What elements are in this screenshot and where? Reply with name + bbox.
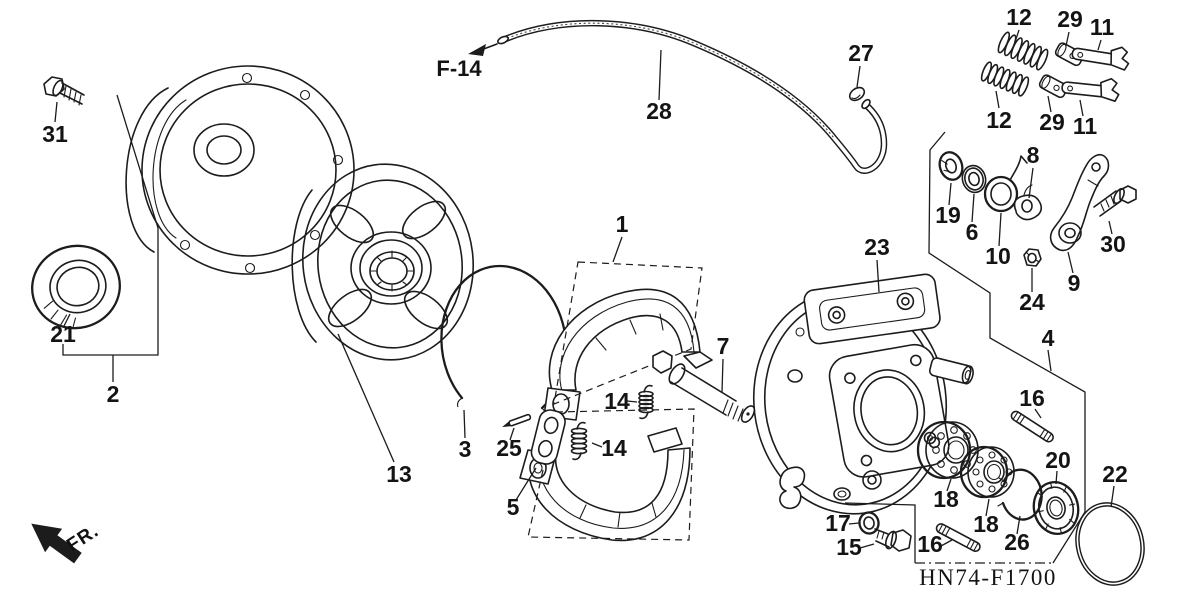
callout-29-bottom: 29 [1039, 109, 1065, 135]
part-6-washer [961, 164, 987, 194]
callout-14-lower: 14 [601, 435, 627, 461]
part-21-oil-seal [31, 244, 121, 330]
part-13-brake-drum [291, 163, 475, 361]
part-11-rod-upper [1071, 46, 1130, 71]
part-26-snap-ring [997, 468, 1043, 521]
diagram-code: HN74-F1700 [919, 565, 1057, 590]
callout-8: 8 [1027, 142, 1040, 168]
shoe-upper-group-box [553, 261, 703, 405]
callout-9: 9 [1068, 270, 1081, 296]
callout-29-top: 29 [1057, 6, 1083, 32]
part-18-bearing-left [916, 420, 979, 480]
part-27-clip [848, 86, 866, 102]
part-22-o-ring [1075, 502, 1145, 586]
callout-11-bottom: 11 [1073, 113, 1098, 139]
part-10-indicator-spring [983, 155, 1028, 213]
callout-18-left: 18 [933, 486, 959, 512]
part-12-spring-lower [980, 61, 1030, 97]
group-bracket-lines [62, 94, 1086, 564]
part-31-flange-bolt [43, 76, 85, 106]
callout-20: 20 [1045, 447, 1071, 473]
callout-28: 28 [646, 98, 672, 124]
part-16-stud-upper [1010, 410, 1054, 443]
part-2-drum-cover [125, 65, 355, 275]
part-14-spring-upper [638, 384, 654, 420]
part-16-stud-lower [935, 523, 981, 553]
callout-24: 24 [1019, 289, 1045, 315]
callout-30: 30 [1100, 231, 1126, 257]
callout-6: 6 [966, 219, 979, 245]
callout-18-right: 18 [973, 511, 999, 537]
callout-1: 1 [616, 211, 629, 237]
callout-23: 23 [864, 234, 890, 260]
part-9-brake-arm [1049, 153, 1110, 252]
callout-4: 4 [1042, 325, 1055, 351]
callout-2: 2 [107, 381, 120, 407]
callout-7: 7 [717, 333, 730, 359]
callout-10: 10 [985, 243, 1011, 269]
part-25-pin [502, 413, 532, 428]
part-28-brake-cable [497, 19, 888, 174]
part-30-bolt [1093, 185, 1137, 217]
part-24-nut [1023, 248, 1042, 267]
section-reference-f14: F-14 [436, 56, 482, 81]
callout-14-upper: 14 [604, 388, 630, 414]
part-14-spring-lower [570, 421, 588, 461]
part-11-rod-lower [1061, 77, 1120, 102]
callout-25: 25 [496, 435, 522, 461]
callout-21: 21 [50, 321, 76, 347]
callout-labels: 31 28 27 12 29 11 12 29 11 8 19 6 10 24 … [42, 4, 1128, 560]
callout-3: 3 [459, 436, 472, 462]
part-5-joint-plate [530, 409, 566, 465]
f14-direction-arrow [468, 43, 498, 56]
callout-11-top: 11 [1090, 14, 1115, 40]
callout-17: 17 [825, 510, 851, 536]
callout-12-bottom: 12 [986, 107, 1012, 133]
callout-19: 19 [935, 202, 961, 228]
part-17-washer [858, 511, 880, 535]
callout-16-upper: 16 [1019, 385, 1045, 411]
shoe-lower-group-box [527, 408, 695, 541]
callout-22: 22 [1102, 461, 1128, 487]
callout-16-lower: 16 [917, 531, 943, 557]
callout-15: 15 [836, 534, 862, 560]
part-15-bolt [874, 528, 912, 552]
part-12-spring-upper [997, 31, 1049, 71]
callout-5: 5 [507, 494, 520, 520]
callout-26: 26 [1004, 529, 1030, 555]
callout-27: 27 [848, 40, 874, 66]
callout-12-top: 12 [1006, 4, 1032, 30]
leader-lines [54, 29, 1115, 549]
callout-31: 31 [42, 121, 68, 147]
part-20-hub-seal [1032, 481, 1080, 535]
part-8-brake-cam [1013, 184, 1043, 221]
front-direction-arrow [31, 523, 82, 564]
callout-13: 13 [386, 461, 412, 487]
part-7-axle-bolt [652, 350, 756, 423]
part-19-dust-seal [938, 151, 964, 181]
